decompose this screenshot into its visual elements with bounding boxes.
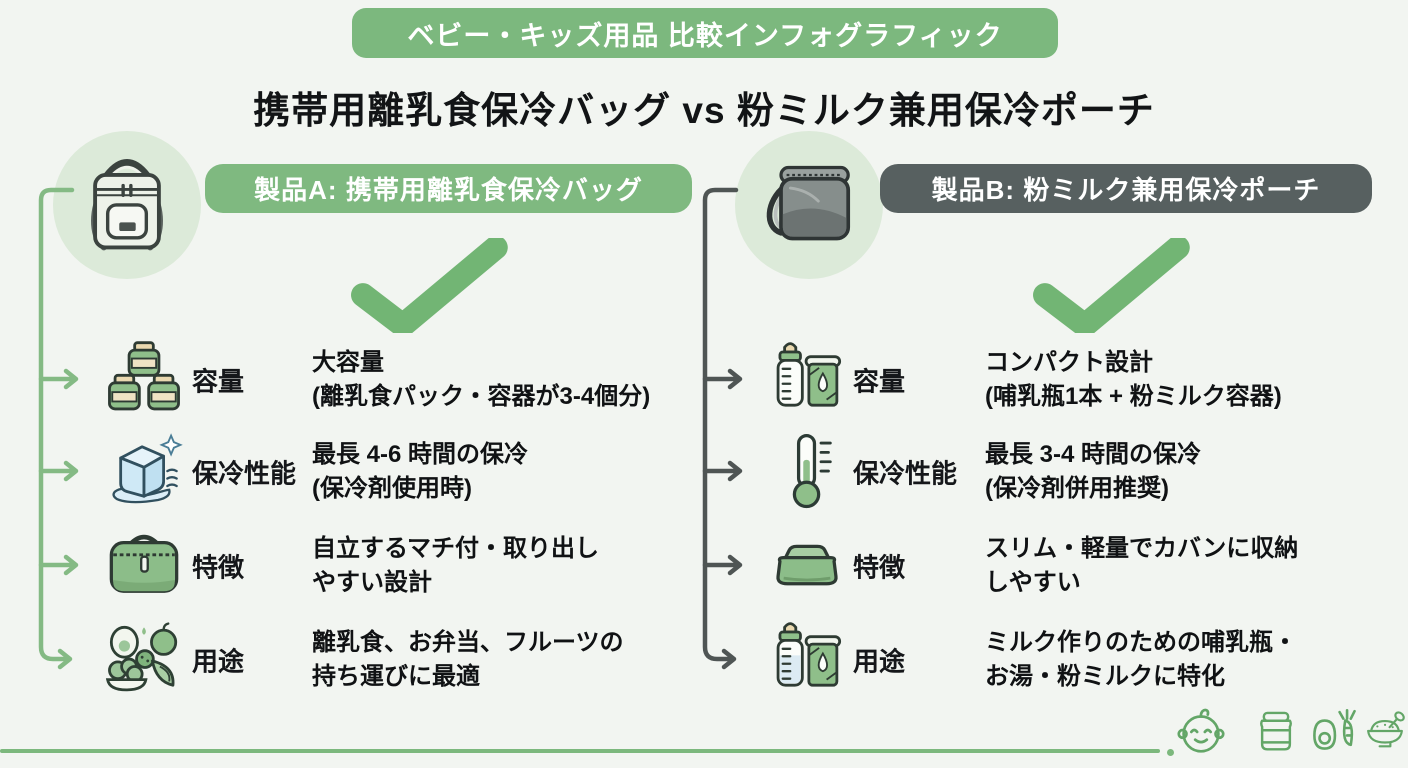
feature-value-line: (哺乳瓶1本 + 粉ミルク容器): [985, 382, 1282, 410]
product-a-icon-circle: [53, 131, 201, 279]
feature-value: コンパクト設計 (哺乳瓶1本 + 粉ミルク容器): [985, 345, 1282, 413]
cooler-bag-icon: [69, 145, 185, 266]
feature-label: 容量: [853, 366, 906, 396]
page-title: 携帯用離乳食保冷バッグ vs 粉ミルク兼用保冷ポーチ: [253, 90, 1155, 131]
feature-value: 大容量 (離乳食パック・容器が3-4個分): [312, 345, 650, 413]
feature-value-line: やすい設計: [312, 568, 432, 596]
feature-label: 保冷性能: [192, 458, 297, 488]
feature-value-line: スリム・軽量でカバンに収納: [985, 534, 1299, 562]
avocado-carrot-icon: [1306, 698, 1362, 763]
feature-row-a-cooling: 保冷性能 最長 4-6 時間の保冷 (保冷剤使用時): [100, 424, 700, 519]
feature-value-line: 最長 4-6 時間の保冷: [312, 440, 529, 468]
product-a-check-icon: [330, 235, 525, 338]
feature-label: 容量: [192, 366, 245, 396]
gusset-pouch-icon: [100, 521, 188, 611]
feature-value-line: 離乳食、お弁当、フルーツの: [312, 628, 624, 656]
feature-value-line: (離乳食パック・容器が3-4個分): [312, 382, 651, 410]
product-a-header: 製品A: 携帯用離乳食保冷バッグ: [205, 164, 692, 213]
product-b-check-icon: [1012, 235, 1207, 338]
baby-foods-icon: [100, 615, 188, 705]
feature-row-a-capacity: 容量 大容量 (離乳食パック・容器が3-4個分): [100, 332, 700, 427]
baby-food-jars-icon: [100, 335, 188, 425]
feature-value: スリム・軽量でカバンに収納 しやすい: [985, 531, 1298, 599]
feature-value-line: 持ち運びに最適: [312, 662, 480, 690]
feature-value-line: 最長 3-4 時間の保冷: [985, 440, 1202, 468]
feature-value-line: (保冷剤使用時): [312, 474, 472, 502]
feature-label: 特徴: [853, 552, 906, 582]
product-a-header-label: 製品A: 携帯用離乳食保冷バッグ: [254, 175, 643, 205]
bottle-milk-icon: [763, 615, 851, 705]
feature-value: 自立するマチ付・取り出し やすい設計: [312, 531, 599, 599]
baby-face-icon: [1172, 702, 1230, 765]
feature-value: 最長 4-6 時間の保冷 (保冷剤使用時): [312, 437, 528, 505]
feature-value: ミルク作りのための哺乳瓶・ お湯・粉ミルクに特化: [985, 625, 1297, 693]
product-b-icon-circle: [735, 131, 883, 279]
feature-value-line: コンパクト設計: [985, 348, 1153, 376]
slim-pouch-icon: [763, 521, 851, 611]
feature-row-a-feature: 特徴 自立するマチ付・取り出し やすい設計: [100, 518, 700, 613]
feature-value-line: 大容量: [312, 348, 384, 376]
thermometer-icon: [763, 427, 851, 517]
feature-value-line: お湯・粉ミルクに特化: [985, 662, 1225, 690]
ice-cube-icon: [100, 427, 188, 517]
product-b-header: 製品B: 粉ミルク兼用保冷ポーチ: [880, 164, 1372, 213]
feature-row-b-usage: 用途 ミルク作りのための哺乳瓶・ お湯・粉ミルクに特化: [763, 612, 1363, 707]
feature-value-line: しやすい: [985, 568, 1081, 596]
footer-divider-line: [0, 749, 1160, 753]
feature-row-b-capacity: 容量 コンパクト設計 (哺乳瓶1本 + 粉ミルク容器): [763, 332, 1363, 427]
feature-value: 最長 3-4 時間の保冷 (保冷剤併用推奨): [985, 437, 1201, 505]
feature-value-line: 自立するマチ付・取り出し: [312, 534, 600, 562]
feature-label: 用途: [192, 646, 245, 676]
product-a-connector-lines: [20, 180, 90, 685]
product-b-header-label: 製品B: 粉ミルク兼用保冷ポーチ: [931, 175, 1321, 205]
feature-label: 用途: [853, 646, 906, 676]
gray-pouch-icon: [753, 147, 865, 264]
feature-row-b-feature: 特徴 スリム・軽量でカバンに収納 しやすい: [763, 518, 1363, 613]
product-b-connector-lines: [684, 180, 754, 685]
feature-row-a-usage: 用途 離乳食、お弁当、フルーツの 持ち運びに最適: [100, 612, 700, 707]
feature-value-line: (保冷剤併用推奨): [985, 474, 1169, 502]
feature-value-line: ミルク作りのための哺乳瓶・: [985, 628, 1297, 656]
feature-label: 特徴: [192, 552, 245, 582]
bottle-container-icon: [763, 335, 851, 425]
feature-label: 保冷性能: [853, 458, 958, 488]
top-banner-label: ベビー・キッズ用品 比較インフォグラフィック: [407, 20, 1003, 51]
feature-value: 離乳食、お弁当、フルーツの 持ち運びに最適: [312, 625, 624, 693]
rice-bowl-icon: [1362, 704, 1408, 763]
baby-food-jar-icon: [1250, 706, 1302, 763]
footer-divider-dot: [1167, 749, 1174, 756]
feature-row-b-cooling: 保冷性能 最長 3-4 時間の保冷 (保冷剤併用推奨): [763, 424, 1363, 519]
top-banner: ベビー・キッズ用品 比較インフォグラフィック: [352, 8, 1058, 58]
